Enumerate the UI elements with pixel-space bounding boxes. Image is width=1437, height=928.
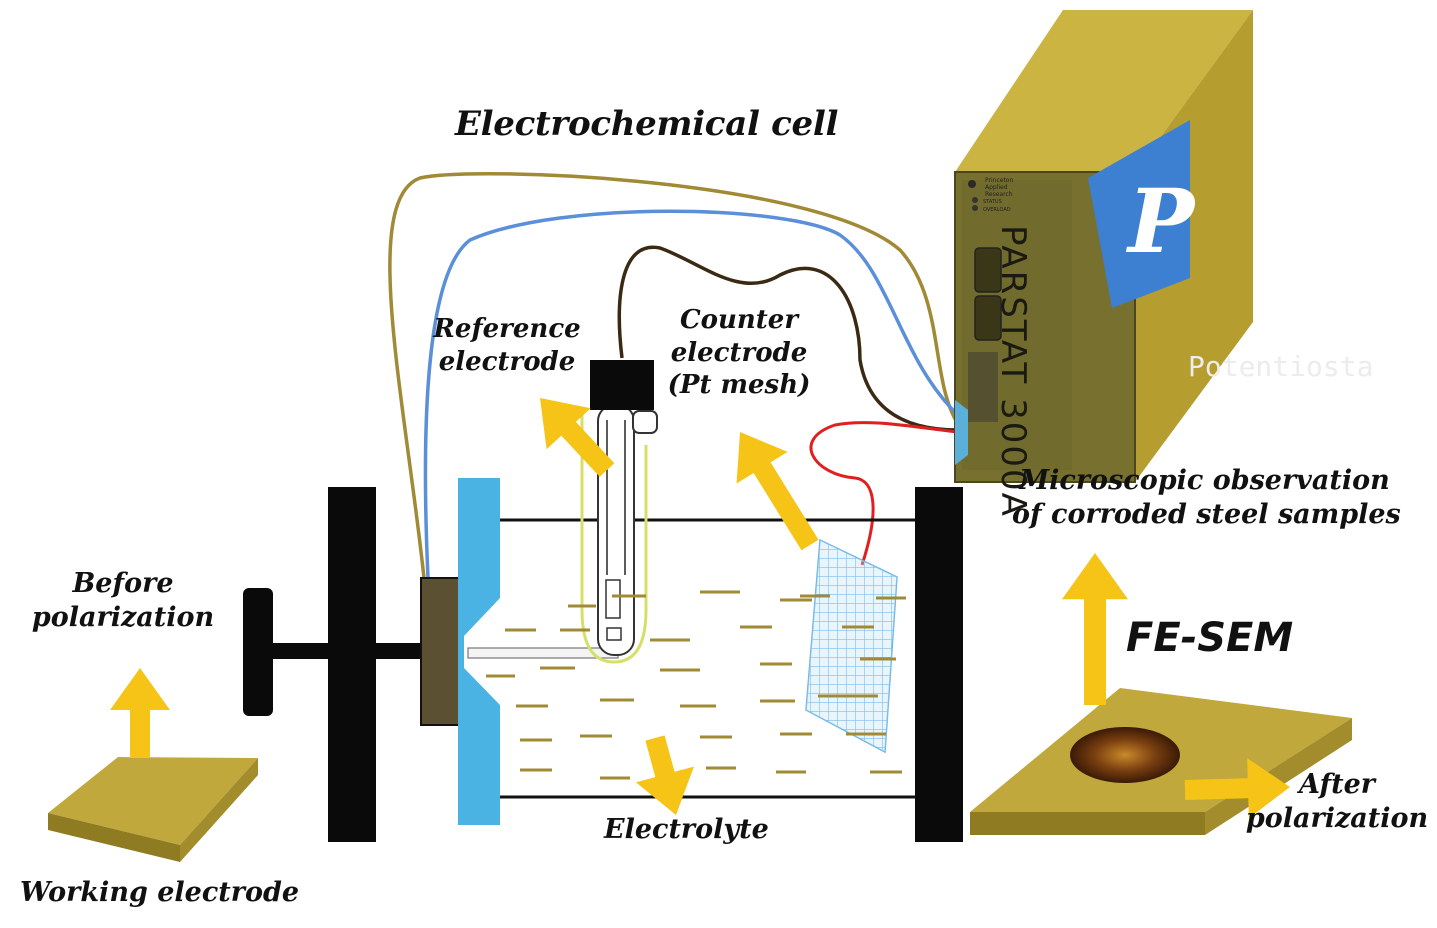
- potentiostat-brand-3: Research: [985, 191, 1013, 198]
- wire-gold: [388, 172, 960, 579]
- counter-electrode-label: Counter electrode (Pt mesh): [664, 304, 814, 402]
- arrow-reference: [540, 398, 615, 477]
- working-electrode-block: [420, 577, 464, 726]
- before-label-line2: polarization: [31, 601, 215, 633]
- fe-sem-label: FE-SEM: [1126, 615, 1294, 661]
- arrows: [110, 398, 1290, 819]
- counter-label-line1: Counter: [679, 305, 799, 335]
- micro-label-line1: Microscopic observation: [1019, 465, 1390, 496]
- reference-label-line1: Reference: [433, 314, 581, 344]
- arrow-counter: [736, 432, 819, 551]
- arrow-fe-sem: [1062, 553, 1128, 705]
- right-flange: [915, 487, 963, 842]
- left-flange: [328, 487, 376, 842]
- before-label-line1: Before: [72, 568, 174, 599]
- potentiostat-watermark: Potentiosta: [1188, 350, 1374, 383]
- potentiostat-logo-letter: P: [1125, 169, 1197, 273]
- electrolyte-dashes: [486, 590, 906, 780]
- sample-before: [48, 757, 258, 862]
- reference-electrode-label: Reference electrode: [428, 313, 586, 378]
- reference-label-line2: electrode: [438, 346, 576, 377]
- wire-dark: [617, 245, 959, 432]
- after-polarization-label: After polarization: [1238, 768, 1436, 836]
- counter-label-line3: (Pt mesh): [667, 370, 811, 400]
- electrolyte-label: Electrolyte: [604, 814, 769, 845]
- arrow-electrolyte: [636, 735, 694, 815]
- arrow-after: [1184, 758, 1290, 819]
- before-polarization-label: Before polarization: [18, 567, 228, 635]
- micro-label-line2: of corroded steel samples: [1012, 498, 1401, 530]
- potentiostat-brand-1: Princeton: [985, 177, 1013, 184]
- diagram-title: Electrochemical cell: [455, 104, 839, 144]
- wire-red: [809, 421, 959, 566]
- reference-electrode: [580, 360, 658, 664]
- microscopic-observation-label: Microscopic observation of corroded stee…: [1012, 464, 1401, 532]
- working-electrode-label: Working electrode: [20, 877, 300, 908]
- after-label-line2: polarization: [1245, 802, 1429, 834]
- holder-knob: [243, 588, 273, 716]
- potentiostat-brand-2: Applied: [985, 184, 1008, 191]
- wire-blue: [423, 209, 960, 579]
- arrow-before: [110, 668, 170, 758]
- holder-shaft: [273, 643, 425, 659]
- counter-label-line2: electrode: [670, 337, 808, 368]
- potentiostat-model-text: PARSTAT 3000A: [993, 225, 1033, 518]
- potentiostat-led-status: STATUS: [983, 199, 1002, 205]
- blue-holder: [458, 478, 500, 825]
- sample-after: [970, 688, 1352, 835]
- pt-mesh: [805, 538, 898, 754]
- after-label-line1: After: [1299, 769, 1375, 800]
- corroded-area: [1070, 727, 1180, 783]
- potentiostat-led-overload: OVERLOAD: [983, 207, 1011, 213]
- potentiostat: [954, 10, 1253, 483]
